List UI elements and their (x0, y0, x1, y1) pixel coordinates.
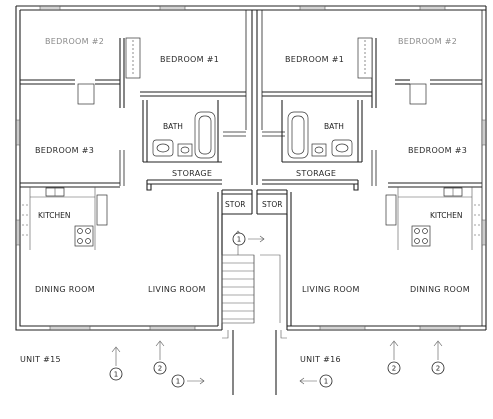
unit-label-right: UNIT #16 (300, 355, 341, 364)
stairwell (221, 214, 288, 395)
view-marker-right-3: 1 (299, 374, 333, 388)
room-label-bedroom-1-right: BEDROOM #1 (285, 55, 344, 64)
view-marker-right-2: 2 (431, 340, 445, 375)
room-label-bedroom-1-left: BEDROOM #1 (160, 55, 219, 64)
svg-text:1: 1 (114, 371, 118, 379)
room-label-bedroom-3-right: BEDROOM #3 (408, 146, 467, 155)
room-label-bedroom-2-right: BEDROOM #2 (398, 37, 457, 46)
right-unit-walls (251, 38, 482, 330)
exterior-walls (15, 5, 487, 331)
view-marker-left-3: 1 (171, 374, 205, 388)
room-label-storage-right: STORAGE (296, 169, 336, 178)
svg-text:1: 1 (176, 378, 180, 386)
svg-text:1: 1 (324, 378, 328, 386)
room-label-living-right: LIVING ROOM (302, 285, 360, 294)
party-walls (245, 10, 263, 185)
svg-text:1: 1 (237, 236, 241, 244)
room-label-stor-right: STOR (262, 200, 282, 209)
svg-text:2: 2 (392, 365, 396, 373)
room-label-dining-right: DINING ROOM (410, 285, 470, 294)
room-label-stor-left: STOR (225, 200, 245, 209)
svg-text:2: 2 (436, 365, 440, 373)
room-label-storage-left: STORAGE (172, 169, 212, 178)
room-label-kitchen-right: KITCHEN (430, 211, 463, 220)
left-unit-walls (20, 38, 252, 330)
bath-fixtures-right (287, 111, 353, 159)
room-label-dining-left: DINING ROOM (35, 285, 95, 294)
bath-fixtures-left (152, 111, 216, 159)
room-label-living-left: LIVING ROOM (148, 285, 206, 294)
room-label-kitchen-left: KITCHEN (38, 211, 71, 220)
closets (77, 37, 427, 105)
view-marker-stair: 1 (232, 232, 265, 246)
room-label-bedroom-3-left: BEDROOM #3 (35, 146, 94, 155)
room-label-bedroom-2-left: BEDROOM #2 (45, 37, 104, 46)
svg-text:2: 2 (158, 365, 162, 373)
view-marker-left-1: 1 (109, 346, 123, 381)
room-label-bath-left: BATH (163, 122, 183, 131)
view-marker-right-1: 2 (387, 340, 401, 375)
view-marker-left-2: 2 (153, 340, 167, 375)
windows (16, 6, 486, 330)
kitchen-fixtures-left (22, 187, 108, 250)
kitchen-fixtures-right (385, 187, 480, 250)
unit-label-left: UNIT #15 (20, 355, 61, 364)
room-label-bath-right: BATH (324, 122, 344, 131)
